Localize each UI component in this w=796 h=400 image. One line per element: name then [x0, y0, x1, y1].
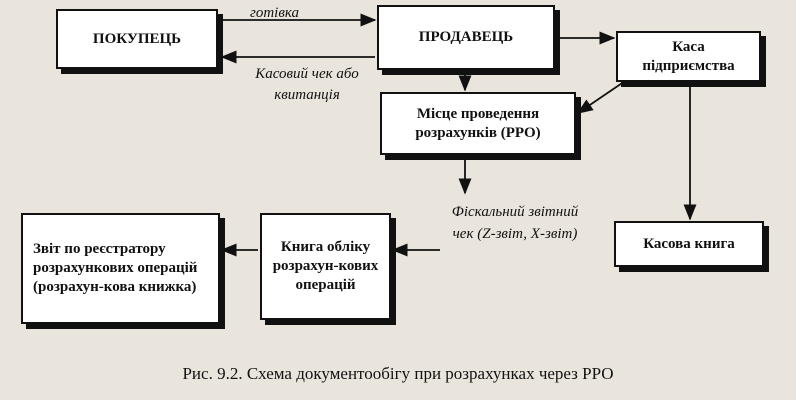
node-rro-book: Книга обліку розрахун-кових операцій	[260, 213, 391, 320]
node-buyer: ПОКУПЕЦЬ	[56, 9, 218, 69]
node-cash-desk: Каса підприємства	[616, 31, 761, 82]
node-rro-report: Звіт по реєстратору розрахункових операц…	[21, 213, 220, 324]
node-seller: ПРОДАВЕЦЬ	[377, 5, 555, 70]
node-cash-book: Касова книга	[614, 221, 764, 267]
figure-caption: Рис. 9.2. Схема документообігу при розра…	[182, 364, 614, 383]
label-cash: готівка	[250, 5, 300, 21]
node-rro-place: Місце проведення розрахунків (РРО)	[380, 92, 576, 155]
label-receipt: Касовий чек або квитанція	[255, 66, 359, 103]
label-fiscal-report: Фіскальний звітний чек (Z-звіт, X-звіт)	[451, 204, 579, 242]
